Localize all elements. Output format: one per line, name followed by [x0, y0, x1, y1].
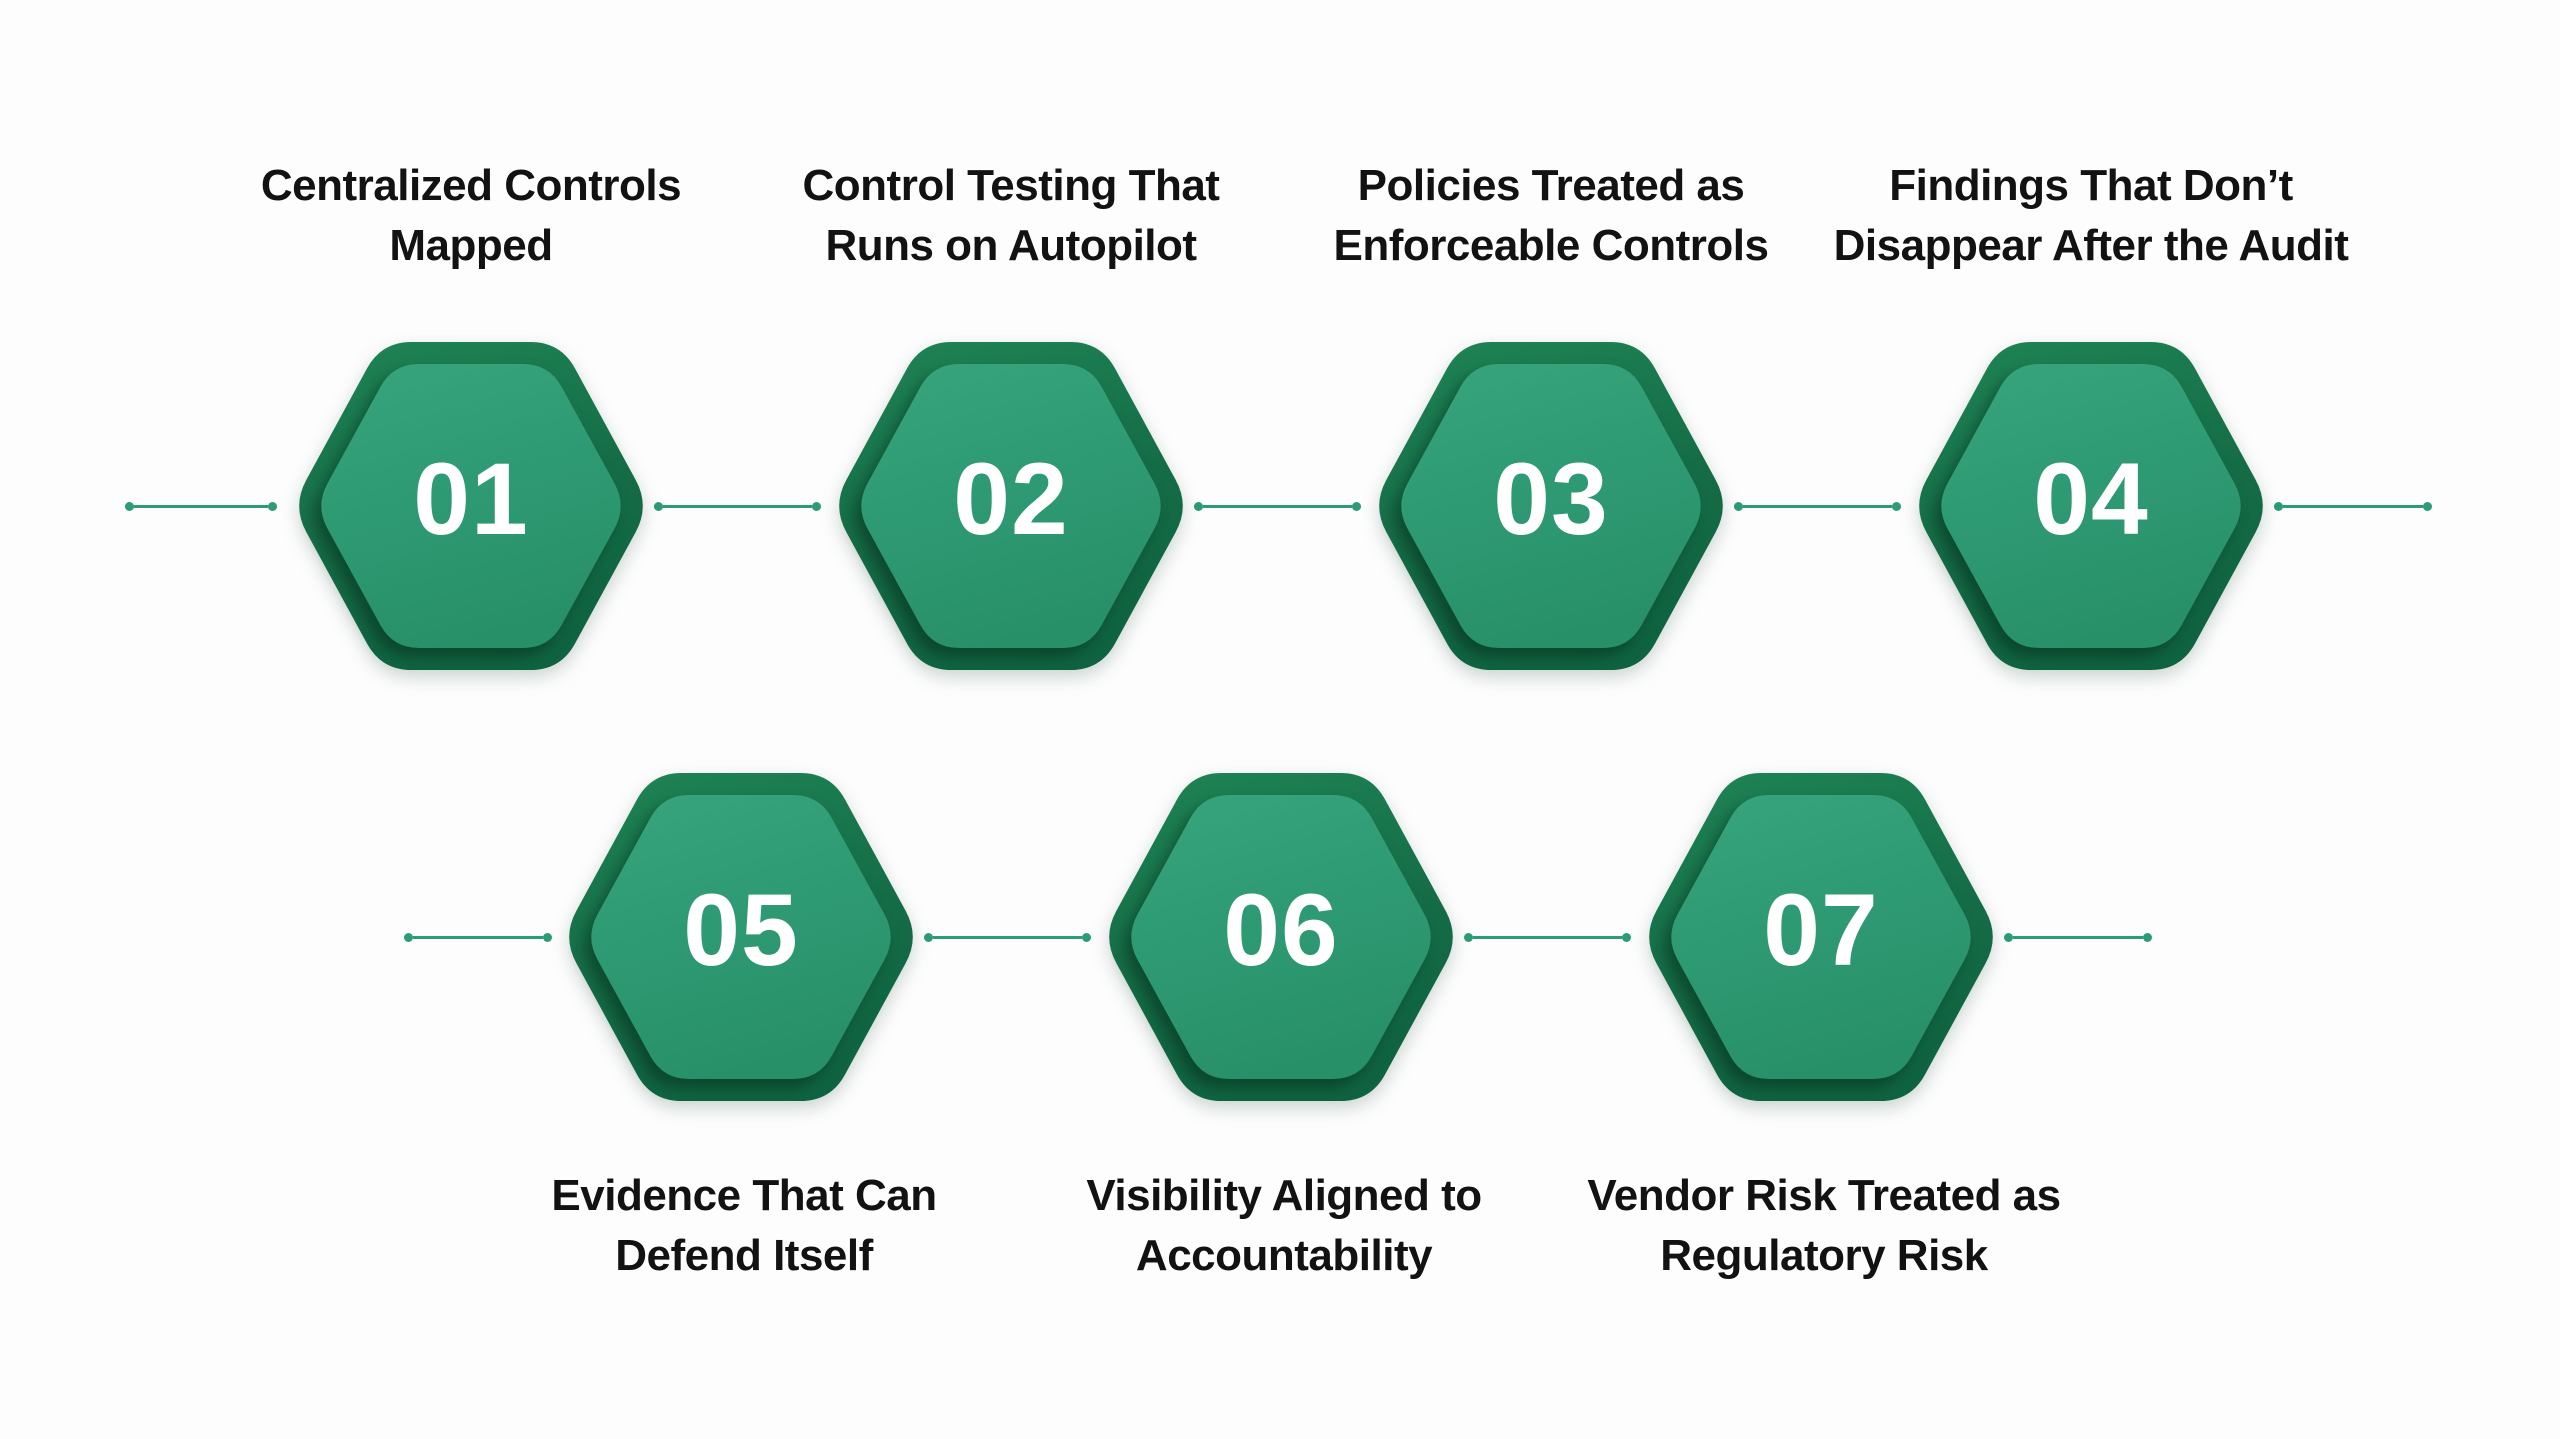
hexagon-step-5: 05 — [562, 773, 920, 1101]
connector-2-3 — [1194, 502, 1361, 511]
hexagon-shape — [1919, 342, 2263, 670]
connector-dot — [2423, 502, 2432, 511]
step-label-6-line1: Visibility Aligned to — [1086, 1171, 1482, 1220]
connector-dot — [1622, 933, 1631, 942]
step-label-3-line2: Enforceable Controls — [1333, 221, 1769, 270]
hexagon-step-6: 06 — [1102, 773, 1460, 1101]
hexagon-step-3: 03 — [1372, 342, 1730, 670]
hexagon-shape — [1379, 342, 1723, 670]
step-label-5-line2: Defend Itself — [615, 1231, 873, 1280]
step-number-5: 05 — [683, 872, 799, 987]
connector-trail-bottom — [2004, 933, 2152, 942]
step-number-6: 06 — [1223, 872, 1339, 987]
connector-3-4 — [1734, 502, 1901, 511]
connector-dot — [924, 933, 933, 942]
step-label-6: Visibility Aligned to Accountability — [964, 1166, 1604, 1286]
connector-1-2 — [654, 502, 821, 511]
step-label-4-line2: Disappear After the Audit — [1833, 221, 2349, 270]
connector-dot — [1892, 502, 1901, 511]
connector-line — [2283, 505, 2423, 508]
connector-line — [1743, 505, 1892, 508]
connector-line — [2013, 936, 2143, 939]
step-label-7-line2: Regulatory Risk — [1660, 1231, 1988, 1280]
connector-line — [933, 936, 1082, 939]
connector-dot — [812, 502, 821, 511]
step-label-4-line1: Findings That Don’t — [1889, 161, 2293, 210]
connector-dot — [2143, 933, 2152, 942]
step-number-1: 01 — [413, 441, 529, 556]
connector-lead-top — [125, 502, 277, 511]
step-number-2: 02 — [953, 441, 1069, 556]
connector-line — [134, 505, 268, 508]
connector-dot — [1194, 502, 1203, 511]
connector-5-6 — [924, 933, 1091, 942]
step-label-5: Evidence That Can Defend Itself — [424, 1166, 1064, 1286]
connector-dot — [404, 933, 413, 942]
hexagon-step-7: 07 — [1642, 773, 2000, 1101]
hexagon-step-4: 04 — [1912, 342, 2270, 670]
step-label-2: Control Testing That Runs on Autopilot — [691, 156, 1331, 276]
connector-line — [663, 505, 812, 508]
step-label-1: Centralized Controls Mapped — [151, 156, 791, 276]
connector-dot — [1082, 933, 1091, 942]
connector-dot — [543, 933, 552, 942]
connector-line — [413, 936, 543, 939]
connector-dot — [2004, 933, 2013, 942]
step-label-7-line1: Vendor Risk Treated as — [1587, 1171, 2061, 1220]
step-label-3: Policies Treated as Enforceable Controls — [1231, 156, 1871, 276]
connector-lead-bottom — [404, 933, 552, 942]
step-label-2-line2: Runs on Autopilot — [825, 221, 1197, 270]
connector-dot — [1464, 933, 1473, 942]
connector-line — [1473, 936, 1622, 939]
connector-dot — [1734, 502, 1743, 511]
step-label-6-line2: Accountability — [1135, 1231, 1433, 1280]
step-label-1-line2: Mapped — [389, 221, 553, 270]
step-label-1-line1: Centralized Controls — [260, 161, 682, 210]
step-number-4: 04 — [2033, 441, 2149, 556]
connector-dot — [1352, 502, 1361, 511]
connector-trail-top — [2274, 502, 2432, 511]
hexagon-shape — [1649, 773, 1993, 1101]
hexagon-shape — [1109, 773, 1453, 1101]
hexagon-shape — [569, 773, 913, 1101]
step-label-2-line1: Control Testing That — [802, 161, 1220, 210]
connector-dot — [125, 502, 134, 511]
connector-line — [1203, 505, 1352, 508]
step-number-3: 03 — [1493, 441, 1609, 556]
hexagon-step-2: 02 — [832, 342, 1190, 670]
step-label-3-line1: Policies Treated as — [1357, 161, 1745, 210]
connector-dot — [2274, 502, 2283, 511]
step-label-4: Findings That Don’t Disappear After the … — [1771, 156, 2411, 276]
connector-6-7 — [1464, 933, 1631, 942]
step-label-7: Vendor Risk Treated as Regulatory Risk — [1504, 1166, 2144, 1286]
connector-dot — [268, 502, 277, 511]
connector-dot — [654, 502, 663, 511]
hexagon-shape — [839, 342, 1183, 670]
step-label-5-line1: Evidence That Can — [551, 1171, 937, 1220]
step-number-7: 07 — [1763, 872, 1879, 987]
hexagon-shape — [299, 342, 643, 670]
hexagon-step-1: 01 — [292, 342, 650, 670]
